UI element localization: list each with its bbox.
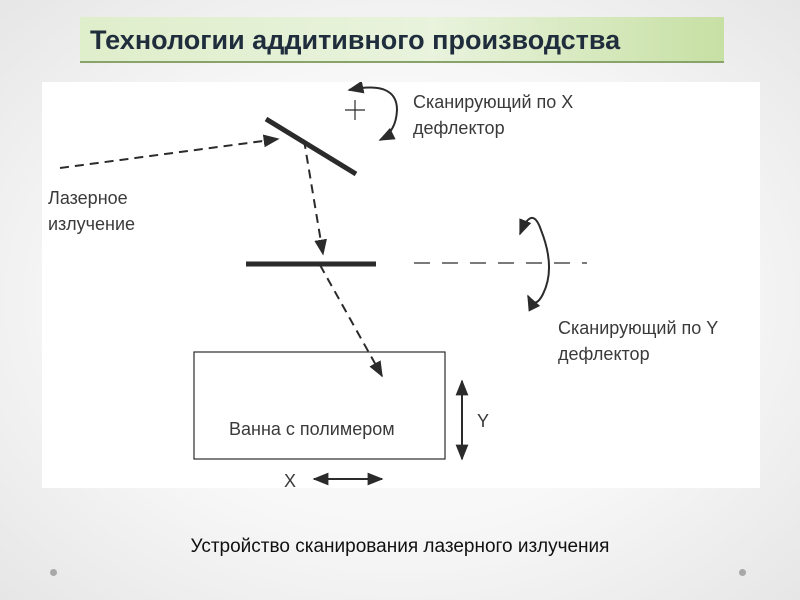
slide-decor-dot-right (739, 569, 746, 576)
axis-y-label: Y (477, 411, 489, 431)
y-deflector-label-line1: Сканирующий по Y (558, 318, 718, 338)
slide-decor-dot-left (50, 569, 57, 576)
x-deflector-axis-marker (345, 100, 365, 120)
laser-label-line1: Лазерное (48, 188, 128, 208)
laser-label-line2: излучение (48, 214, 135, 234)
figure-panel: Сканирующий по X дефлектор Лазерное излу… (42, 82, 760, 488)
laser-beam-x-to-y (303, 139, 327, 256)
x-deflector-mirror (264, 116, 358, 177)
y-rotation-arrow-icon (519, 217, 551, 312)
laser-scanning-diagram: Сканирующий по X дефлектор Лазерное излу… (48, 82, 718, 488)
bath-label: Ванна с полимером (229, 419, 395, 439)
y-deflector-label-line2: дефлектор (558, 344, 650, 364)
laser-beam-incoming (59, 134, 280, 169)
slide-title: Технологии аддитивного производства (90, 25, 621, 55)
polymer-bath (193, 351, 446, 460)
x-deflector-label-line2: дефлектор (413, 118, 505, 138)
x-deflector-label-line1: Сканирующий по X (413, 92, 573, 112)
x-rotation-arrow-icon (347, 82, 399, 141)
title-bar: Технологии аддитивного производства (80, 17, 724, 63)
laser-beam-to-bath (319, 264, 383, 378)
figure-caption: Устройство сканирования лазерного излуче… (190, 536, 610, 557)
axis-x-label: X (284, 471, 296, 488)
